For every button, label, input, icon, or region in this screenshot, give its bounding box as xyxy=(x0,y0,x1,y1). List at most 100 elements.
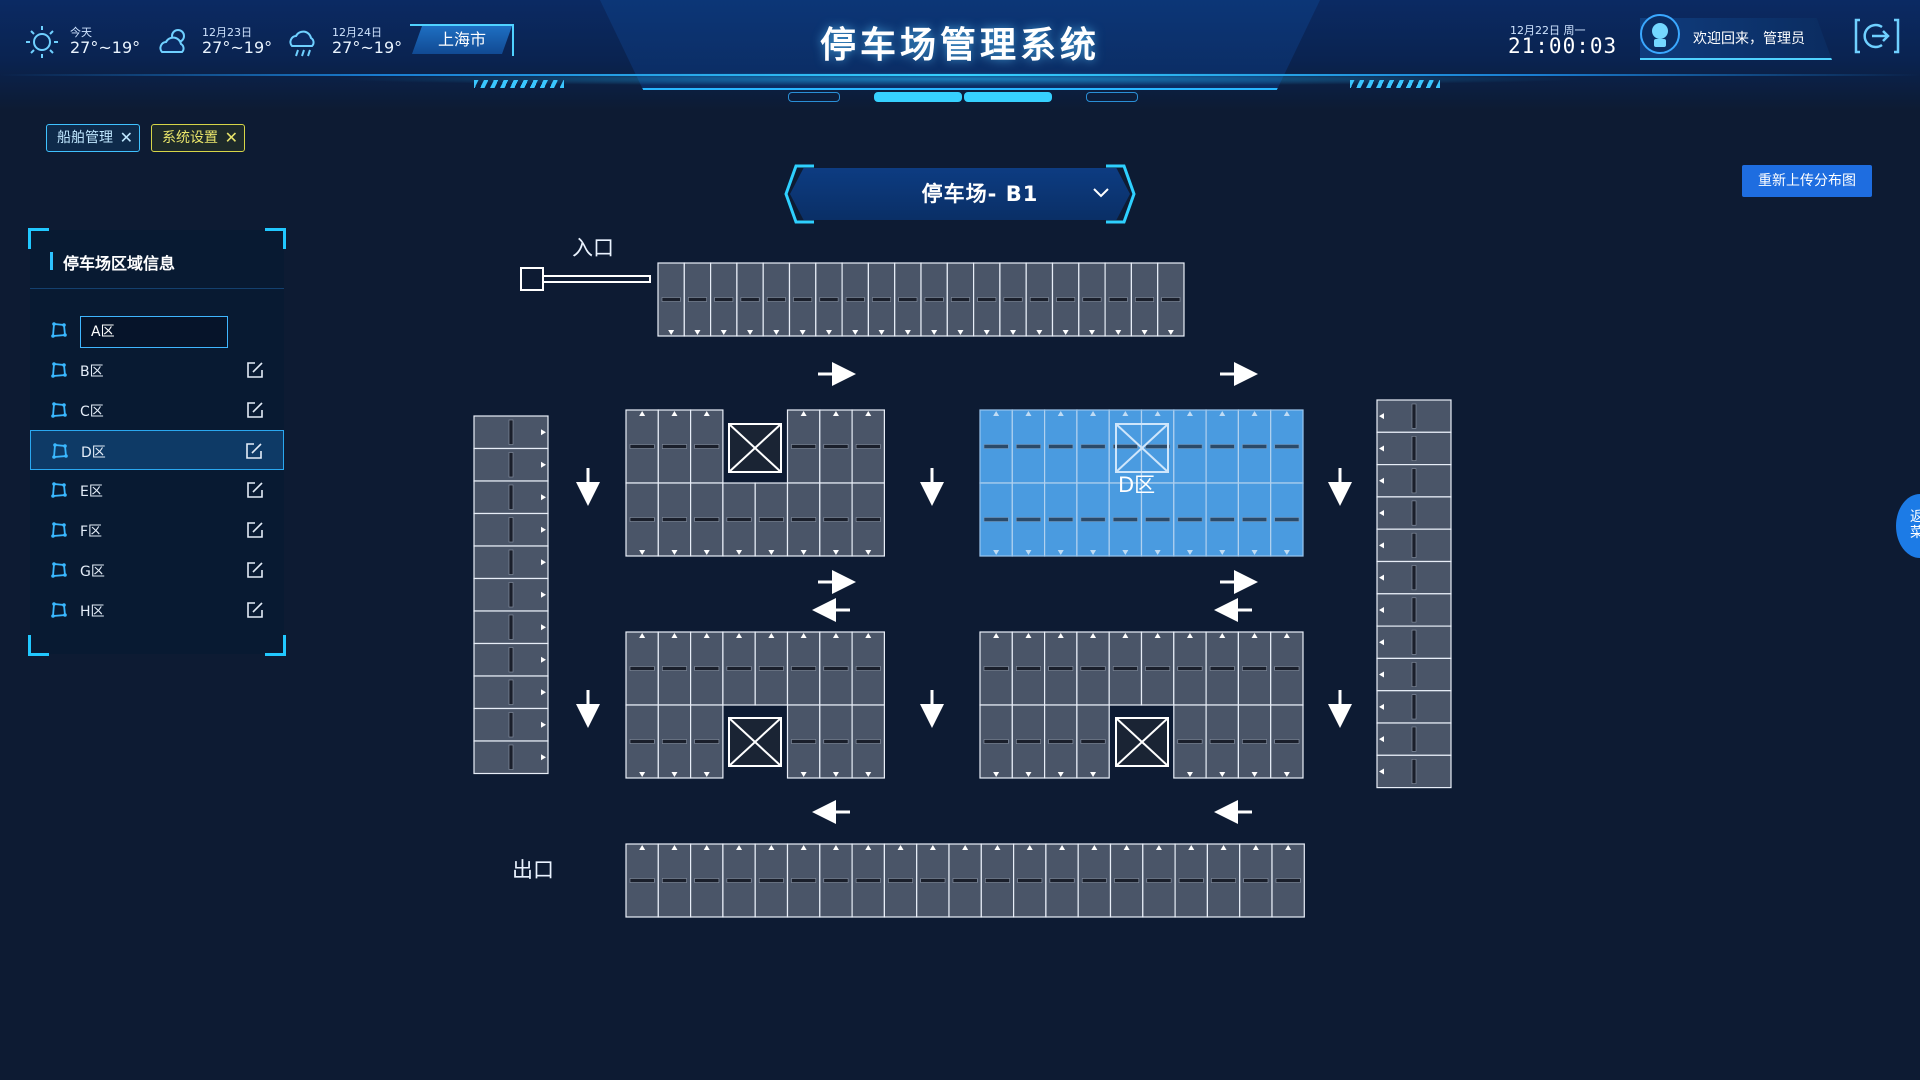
stall-direction-mark xyxy=(541,591,546,598)
wheel-stop xyxy=(508,744,514,770)
stall-direction-mark xyxy=(1025,550,1032,555)
edit-icon[interactable] xyxy=(246,401,264,419)
wheel-stop xyxy=(1243,878,1269,883)
header-pill-active xyxy=(964,92,1052,102)
parking-stall xyxy=(473,642,549,677)
zone-row-h[interactable]: H区 xyxy=(30,590,284,630)
weather-day: 今天 xyxy=(70,26,92,39)
wheel-stop xyxy=(661,666,687,671)
parking-stall xyxy=(754,482,789,557)
stall-direction-mark xyxy=(832,550,839,555)
lot-selector[interactable] xyxy=(790,168,1130,220)
stall-direction-mark xyxy=(1123,845,1130,850)
wheel-stop xyxy=(952,878,978,883)
stall-direction-mark xyxy=(736,633,743,638)
entrance-label: 入口 xyxy=(572,236,614,260)
tab-ship-management[interactable]: 船舶管理 ✕ xyxy=(46,124,140,152)
parking-stall xyxy=(979,409,1013,484)
stall-direction-mark xyxy=(1379,413,1384,420)
parking-stall xyxy=(1076,482,1110,557)
chevron-down-icon[interactable] xyxy=(1092,186,1110,200)
wheel-stop xyxy=(1112,517,1138,522)
zone-row-d[interactable]: D区 xyxy=(30,430,284,470)
parking-stall xyxy=(1205,704,1239,779)
wheel-stop xyxy=(823,878,849,883)
zone-row-e[interactable]: E区 xyxy=(30,470,284,510)
page-title: 停车场管理系统 xyxy=(819,25,1100,66)
stall-direction-mark xyxy=(671,550,678,555)
parking-stall xyxy=(1076,409,1110,484)
zone-row-b[interactable]: B区 xyxy=(30,350,284,390)
stall-direction-mark xyxy=(1186,633,1193,638)
stall-direction-mark xyxy=(852,330,859,335)
wheel-stop xyxy=(758,878,784,883)
wheel-stop xyxy=(1411,435,1417,461)
edit-icon[interactable] xyxy=(246,521,264,539)
edit-icon[interactable] xyxy=(246,481,264,499)
parking-stall xyxy=(1011,482,1046,557)
wheel-stop xyxy=(1145,666,1171,671)
zone-row-a[interactable]: A区 xyxy=(30,310,284,350)
parking-stall xyxy=(1043,409,1078,484)
parking-stall xyxy=(786,843,821,918)
stall-direction-mark xyxy=(1379,736,1384,743)
stall-direction-mark xyxy=(1252,845,1259,850)
weather-day: 12月24日 xyxy=(332,26,382,39)
stall-direction-mark xyxy=(1090,411,1097,416)
wheel-stop xyxy=(508,647,514,673)
wheel-stop xyxy=(508,582,514,608)
stall-direction-mark xyxy=(1379,703,1384,710)
stall-direction-mark xyxy=(993,633,1000,638)
stall-direction-mark xyxy=(1251,411,1258,416)
parking-stall xyxy=(722,482,756,557)
zone-label: C区 xyxy=(80,404,104,420)
edit-icon[interactable] xyxy=(246,601,264,619)
avatar[interactable] xyxy=(1640,14,1680,54)
polygon-zone-icon xyxy=(52,443,68,459)
parking-stall xyxy=(1140,631,1175,706)
zone-name-input[interactable]: A区 xyxy=(80,316,228,348)
current-time: 21:00:03 xyxy=(1508,34,1618,58)
parking-stall xyxy=(1376,528,1452,563)
wheel-stop xyxy=(1081,878,1107,883)
elevator-box xyxy=(1115,423,1169,473)
wheel-stop xyxy=(1080,444,1106,449)
zone-row-c[interactable]: C区 xyxy=(30,390,284,430)
wheel-stop xyxy=(983,517,1009,522)
parking-stall xyxy=(1011,409,1046,484)
city-selector[interactable]: 上海市 xyxy=(412,26,512,54)
wheel-stop xyxy=(758,666,784,671)
logout-icon[interactable] xyxy=(1852,16,1902,56)
parking-stall xyxy=(1376,722,1452,756)
zone-row-f[interactable]: F区 xyxy=(30,510,284,550)
edit-icon[interactable] xyxy=(246,561,264,579)
lot-name[interactable]: 停车场- B1 xyxy=(921,182,1039,206)
parking-stall xyxy=(1011,631,1046,706)
panel-corner xyxy=(28,228,49,249)
wheel-stop xyxy=(888,878,914,883)
parking-stall xyxy=(1108,631,1143,706)
wheel-stop xyxy=(1211,878,1237,883)
wheel-stop xyxy=(823,666,849,671)
wheel-stop xyxy=(661,444,687,449)
wheel-stop xyxy=(791,666,817,671)
close-icon[interactable]: ✕ xyxy=(119,128,133,147)
parking-stall xyxy=(1043,482,1078,557)
stall-direction-mark xyxy=(800,772,807,777)
stall-direction-mark xyxy=(1025,633,1032,638)
edit-icon[interactable] xyxy=(246,361,264,379)
parking-stall xyxy=(762,262,791,337)
parking-stall xyxy=(1078,262,1106,337)
wheel-stop xyxy=(1114,878,1140,883)
polygon-zone-icon xyxy=(51,322,67,338)
tab-system-settings[interactable]: 系统设置 ✕ xyxy=(151,124,245,152)
zone-row-g[interactable]: G区 xyxy=(30,550,284,590)
reupload-map-button[interactable]: 重新上传分布图 xyxy=(1742,165,1872,197)
wheel-stop xyxy=(508,549,514,575)
parking-stall xyxy=(819,704,853,779)
edit-icon[interactable] xyxy=(245,442,263,460)
panel-corner xyxy=(28,635,49,656)
parking-stall xyxy=(819,631,853,706)
parking-stall xyxy=(1376,593,1452,627)
close-icon[interactable]: ✕ xyxy=(224,128,238,147)
